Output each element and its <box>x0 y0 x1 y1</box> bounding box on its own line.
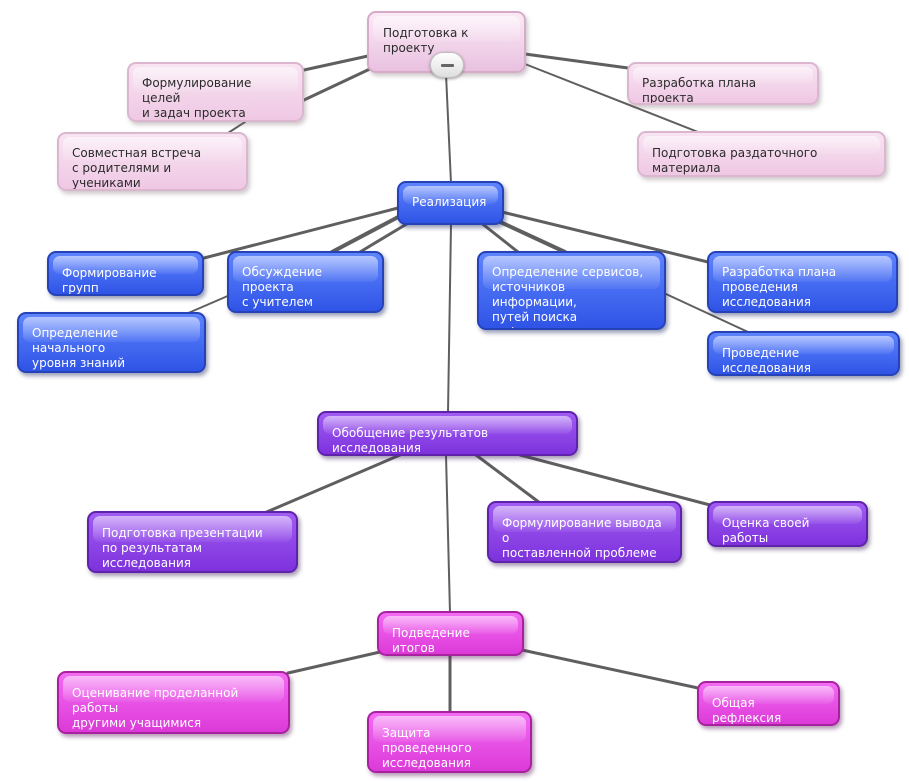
node-self-evaluation[interactable]: Оценка своей работы <box>707 501 868 547</box>
node-label: Разработка плана проведения исследования <box>722 265 837 309</box>
node-label: Общая рефлексия <box>712 696 782 725</box>
node-label: Обобщение результатов исследования <box>332 426 489 455</box>
node-label: Подведение итогов <box>392 626 470 655</box>
node-initial-level[interactable]: Определение начального уровня знаний <box>17 312 206 373</box>
node-realization[interactable]: Реализация <box>397 181 504 225</box>
link-real-services <box>478 220 520 254</box>
link-summary-conclusion <box>474 453 542 505</box>
link-real-summary <box>447 223 452 414</box>
node-conclusion[interactable]: Формулирование вывода о поставленной про… <box>487 501 682 563</box>
node-label: Определение начального уровня знаний <box>32 326 126 370</box>
node-handout[interactable]: Подготовка раздаточного материала <box>637 131 886 177</box>
link-real-research-plan <box>500 210 710 264</box>
node-label: Формулирование целей и задач проекта <box>142 76 252 120</box>
node-label: Оценивание проделанной работы другими уч… <box>72 686 239 730</box>
link-summary-self-eval <box>518 453 712 507</box>
link-real-groups <box>202 206 400 260</box>
link-real-discussion <box>330 213 404 254</box>
link-root-handout <box>524 63 699 133</box>
link-discussion-initial <box>185 294 231 315</box>
node-label: Реализация <box>412 195 487 209</box>
link-real-discussion-2 <box>358 220 412 254</box>
link-goals-meeting <box>227 121 246 134</box>
link-root-goals-2 <box>302 66 374 102</box>
link-services-research <box>665 293 749 333</box>
node-goals[interactable]: Формулирование целей и задач проекта <box>127 62 304 122</box>
node-results[interactable]: Подведение итогов <box>377 611 524 656</box>
node-label: Формирование групп <box>62 266 157 295</box>
node-label: Определение сервисов, источников информа… <box>492 265 644 328</box>
node-summary[interactable]: Обобщение результатов исследования <box>317 411 578 456</box>
collapse-button[interactable] <box>430 52 464 78</box>
node-presentation[interactable]: Подготовка презентации по результатам ис… <box>87 511 298 573</box>
node-label: Проведение исследования <box>722 346 811 375</box>
node-defense[interactable]: Защита проведенного исследования <box>367 711 532 773</box>
node-research-plan[interactable]: Разработка плана проведения исследования <box>707 251 898 313</box>
link-root-goals <box>302 54 370 72</box>
node-label: Оценка своей работы <box>722 516 810 545</box>
link-results-reflection <box>520 648 700 690</box>
node-project-plan[interactable]: Разработка плана проекта <box>627 62 819 105</box>
link-summary-results <box>445 454 451 614</box>
node-label: Защита проведенного исследования <box>382 726 472 770</box>
link-results-peer-eval <box>286 650 382 675</box>
node-label: Подготовка к проекту <box>383 26 469 55</box>
node-label: Подготовка презентации по результатам ис… <box>102 526 263 570</box>
link-root-plan <box>523 52 630 70</box>
node-label: Подготовка раздаточного материала <box>652 146 818 175</box>
link-root-realization <box>445 73 452 184</box>
node-groups[interactable]: Формирование групп <box>47 251 204 296</box>
node-research[interactable]: Проведение исследования <box>707 331 900 376</box>
node-services[interactable]: Определение сервисов, источников информа… <box>477 251 666 330</box>
node-peer-evaluation[interactable]: Оценивание проделанной работы другими уч… <box>57 671 290 734</box>
node-label: Обсуждение проекта с учителем <box>242 265 323 309</box>
node-discussion[interactable]: Обсуждение проекта с учителем <box>227 251 384 313</box>
link-real-services-2 <box>494 218 567 254</box>
node-meeting[interactable]: Совместная встреча с родителями и ученик… <box>57 132 248 191</box>
node-project-preparation[interactable]: Подготовка к проекту <box>367 11 526 73</box>
node-label: Совместная встреча с родителями и ученик… <box>72 146 202 190</box>
link-summary-presentation <box>260 453 402 516</box>
node-label: Разработка плана проекта <box>642 76 757 105</box>
node-label: Формулирование вывода о поставленной про… <box>502 516 662 560</box>
node-reflection[interactable]: Общая рефлексия <box>697 681 840 726</box>
